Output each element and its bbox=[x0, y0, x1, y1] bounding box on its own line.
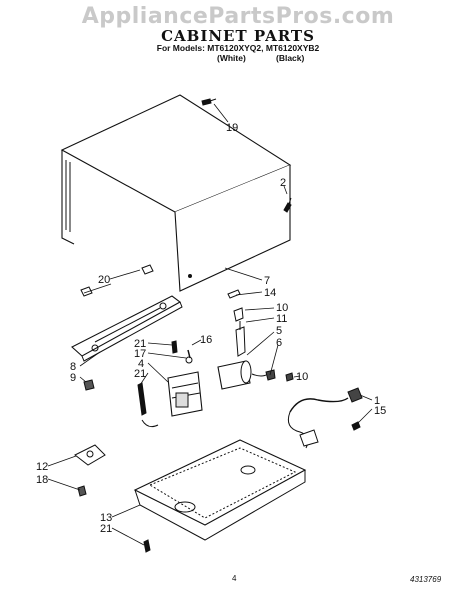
transformer bbox=[137, 340, 203, 428]
cabinet-wrapper bbox=[60, 94, 292, 292]
callout-15: 15 bbox=[374, 405, 386, 417]
color-label-black: (Black) bbox=[276, 53, 305, 63]
callout-8: 8 bbox=[70, 361, 76, 373]
callout-21: 21 bbox=[134, 368, 146, 380]
callout-21: 21 bbox=[100, 523, 112, 535]
callout-7: 7 bbox=[264, 275, 270, 287]
small-parts bbox=[227, 289, 246, 357]
base-pan bbox=[133, 439, 307, 553]
callout-9: 9 bbox=[70, 372, 76, 384]
cabinet-feet bbox=[80, 264, 154, 297]
document-part-number: 4313769 bbox=[410, 575, 442, 584]
callout-17: 17 bbox=[134, 348, 146, 360]
base-rail bbox=[71, 295, 183, 391]
page-number: 4 bbox=[232, 574, 237, 583]
color-label-white: (White) bbox=[217, 53, 246, 63]
diagram-title: CABINET PARTS bbox=[161, 27, 315, 45]
callout-21: 21 bbox=[134, 338, 146, 350]
power-cord bbox=[287, 387, 363, 449]
callout-12: 12 bbox=[36, 461, 48, 473]
leader-lines bbox=[47, 103, 373, 546]
callout-14: 14 bbox=[264, 287, 276, 299]
hinge-bracket bbox=[74, 444, 106, 497]
callout-19: 19 bbox=[226, 122, 238, 134]
callout-10: 10 bbox=[276, 302, 288, 314]
callout-4: 4 bbox=[138, 358, 144, 370]
callout-5: 5 bbox=[276, 325, 282, 337]
watermark-text: AppliancePartsPros.com bbox=[81, 4, 395, 29]
callout-13: 13 bbox=[100, 512, 112, 524]
callout-2: 2 bbox=[280, 177, 286, 189]
callout-labels: 19 2 20 7 14 10 11 5 6 16 21 17 4 21 8 9… bbox=[36, 122, 386, 535]
callout-16: 16 bbox=[200, 334, 212, 346]
callout-20: 20 bbox=[98, 274, 110, 286]
capacitor bbox=[217, 360, 294, 390]
callout-11: 11 bbox=[276, 313, 287, 325]
callout-6: 6 bbox=[276, 337, 282, 349]
model-numbers: For Models: MT6120XYQ2, MT6120XYB2 bbox=[156, 43, 320, 53]
callout-1: 1 bbox=[374, 395, 380, 407]
cabinet-screws bbox=[201, 98, 292, 213]
callout-10: 10 bbox=[296, 371, 308, 383]
callout-18: 18 bbox=[36, 474, 48, 486]
